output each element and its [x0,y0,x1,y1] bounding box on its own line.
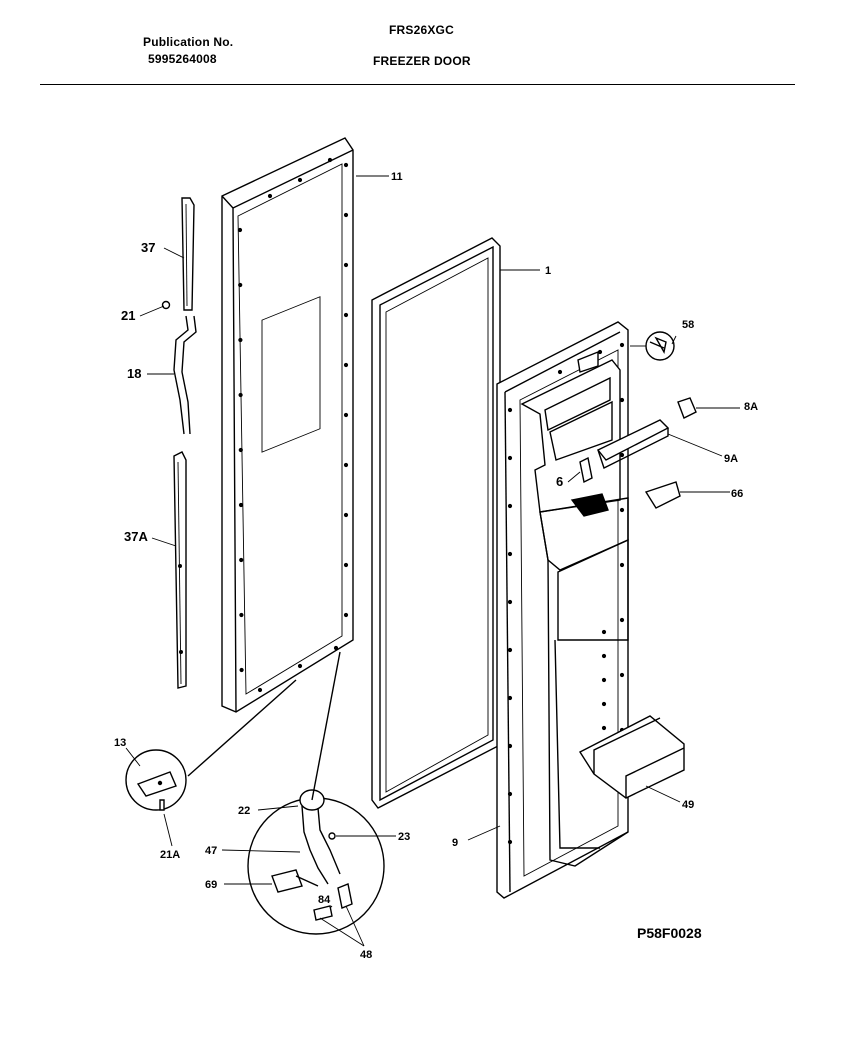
cropped-header-text: ~~~~~~~~~ [430,0,493,5]
screw-hole [507,407,513,413]
label-part-6: 6 [556,474,563,489]
screw-hole [343,362,349,368]
section-title: FREEZER DOOR [373,54,471,68]
label-part-9A: 9A [724,453,738,465]
screw-hole [297,663,303,669]
hinge-detail [125,679,297,811]
screw-hole [238,502,244,508]
rail-part-9A [596,419,670,469]
lever-part-6 [579,456,593,484]
screw-hole [619,397,625,403]
handle-trim-lower [173,451,187,689]
model-number: FRS26XGC [389,23,454,37]
screw-hole [237,227,243,233]
label-part-21A: 21A [160,849,180,861]
screw-hole [557,369,563,375]
screw-hole [507,647,513,653]
screw-hole [507,791,513,797]
screw-hole [619,507,625,513]
label-part-47: 47 [205,845,217,857]
shelf-pin [601,725,607,731]
label-part-22: 22 [238,805,250,817]
screw-hole [507,695,513,701]
screw-hole [239,557,244,563]
screw-hole [238,392,243,398]
figure-code: P58F0028 [637,925,702,941]
screw-hole [507,599,513,605]
shelf-pin [601,653,607,659]
label-part-49: 49 [682,799,694,811]
screw-hole [238,447,243,453]
leader-lines [125,175,740,947]
label-part-18: 18 [127,366,141,381]
screw-hole [619,672,625,678]
screw-hole [343,312,349,318]
screw-hole [238,282,243,288]
cropped-header-text-right: ~~~~~~~~~~~~ [672,0,756,5]
handle-trim-upper [181,197,195,311]
label-part-48: 48 [360,949,372,961]
screw-part-58 [645,331,675,361]
shelf-pin [601,677,607,683]
screw-hole [507,743,513,749]
part-labels: 11 1 37 21 18 37A 58 8A 9A 6 66 13 21A 2… [114,171,758,961]
label-part-66: 66 [731,488,743,500]
outer-door-panel [221,137,354,713]
screw-hole [343,512,349,518]
publication-label: Publication No. [143,35,234,49]
screw-hole [343,212,349,218]
chute-part-66 [644,481,681,509]
screw-hole [619,562,625,568]
label-part-58: 58 [682,319,694,331]
label-part-13: 13 [114,737,126,749]
publication-number: 5995264008 [148,52,217,66]
handle [161,300,197,435]
screw-hole [297,177,303,183]
screw-hole [343,462,349,468]
inner-door-liner [496,321,629,899]
screw-hole [507,455,513,461]
screw-hole [239,667,244,673]
screw-hole [343,612,349,618]
screw-hole [343,562,349,568]
clip-part-8A [677,397,697,419]
label-part-8A: 8A [744,401,758,413]
screw-hole [239,612,244,618]
screw-hole [597,349,603,355]
screw-hole [343,412,349,418]
label-part-11: 11 [391,171,403,183]
screw-hole [257,687,263,693]
screw-hole [619,452,625,458]
screw-hole [507,503,513,509]
screw-hole [238,337,243,343]
shelf-pin [601,629,607,635]
header-rule [40,84,795,85]
label-part-69: 69 [205,879,217,891]
screw-hole [343,262,349,268]
label-part-9: 9 [452,837,458,849]
label-part-37A: 37A [124,529,148,544]
screw-hole [619,617,625,623]
screw-hole [267,193,273,199]
label-part-84: 84 [318,894,331,906]
screw-hole [343,162,349,168]
label-part-23: 23 [398,831,410,843]
label-part-1: 1 [545,265,551,277]
screw-hole [507,551,513,557]
door-bin [578,715,685,799]
door-gasket [371,237,501,809]
screw-hole [327,157,333,163]
wiring-detail [247,651,385,935]
label-part-37: 37 [141,240,155,255]
shelf-pin [601,701,607,707]
screw-hole [333,645,339,651]
screw-hole [619,342,625,348]
screw-hole [507,839,513,845]
label-part-21: 21 [121,308,135,323]
